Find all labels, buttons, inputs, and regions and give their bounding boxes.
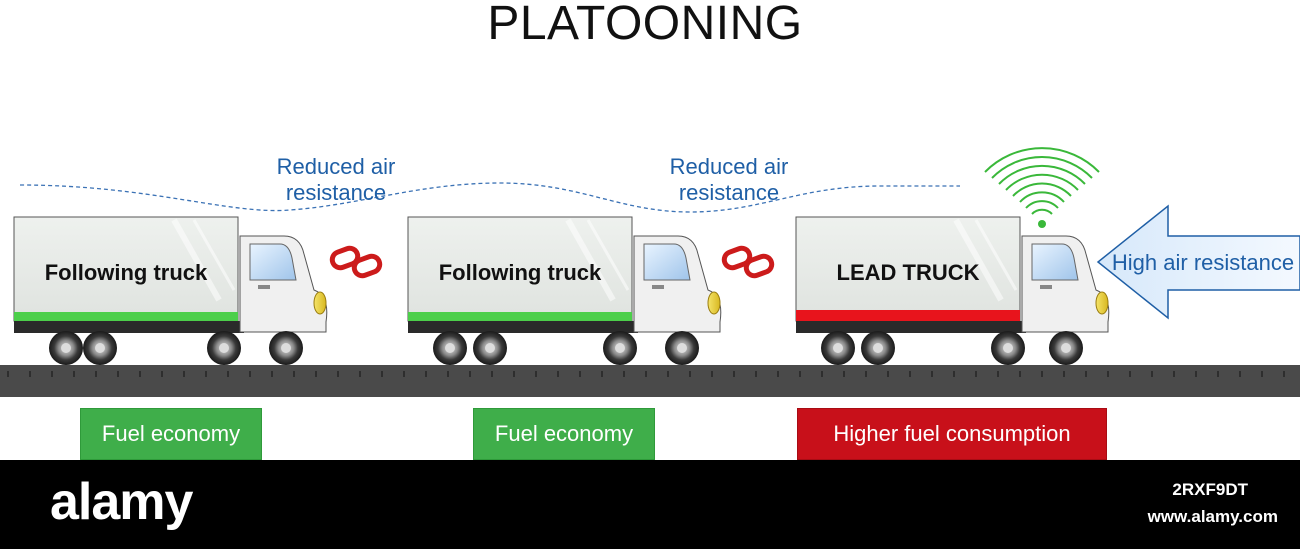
airflow-line [19,182,960,213]
air-resistance-arrow: High air resistance [1096,204,1300,320]
wireless-signal-icon [984,147,1100,228]
wheel-icon [49,331,83,365]
road [0,365,1300,397]
platooning-diagram: Following truck Following truck [0,147,1300,397]
truck-lead: LEAD TRUCK [795,216,1110,365]
footer-bar: alamy 2RXF9DT www.alamy.com [0,460,1300,549]
image-id: 2RXF9DT [1172,480,1248,499]
fuel-economy-box-1: Fuel economy [80,408,262,460]
road-ticks [7,371,1285,377]
arrow-label: High air resistance [1112,250,1294,275]
wheel-icon [861,331,895,365]
truck-label: LEAD TRUCK [837,260,980,285]
site-url: www.alamy.com [1147,507,1278,526]
wheel-icon [665,331,699,365]
truck-stripe [14,312,238,321]
page-title: PLATOONING [487,0,803,50]
wheel-icon [433,331,467,365]
truck-label: Following truck [439,260,602,285]
wheel-icon [1049,331,1083,365]
truck-stripe [408,312,632,321]
alamy-logo: alamy [50,473,193,531]
air-label-1: Reduced air resistance [276,154,396,205]
wheel-icon [991,331,1025,365]
wheel-icon [821,331,855,365]
truck-following-1: Following truck [13,216,328,365]
chain-link-icon [721,245,775,279]
truck-following-2: Following truck [407,216,722,365]
wheel-icon [269,331,303,365]
wheel-icon [603,331,637,365]
wheel-icon [473,331,507,365]
chain-link-icon [329,245,383,279]
truck-label: Following truck [45,260,208,285]
truck-stripe [796,310,1020,321]
wheel-icon [83,331,117,365]
fuel-consumption-box: Higher fuel consumption [797,408,1107,460]
wheel-icon [207,331,241,365]
fuel-economy-box-2: Fuel economy [473,408,655,460]
air-label-2: Reduced air resistance [669,154,789,205]
